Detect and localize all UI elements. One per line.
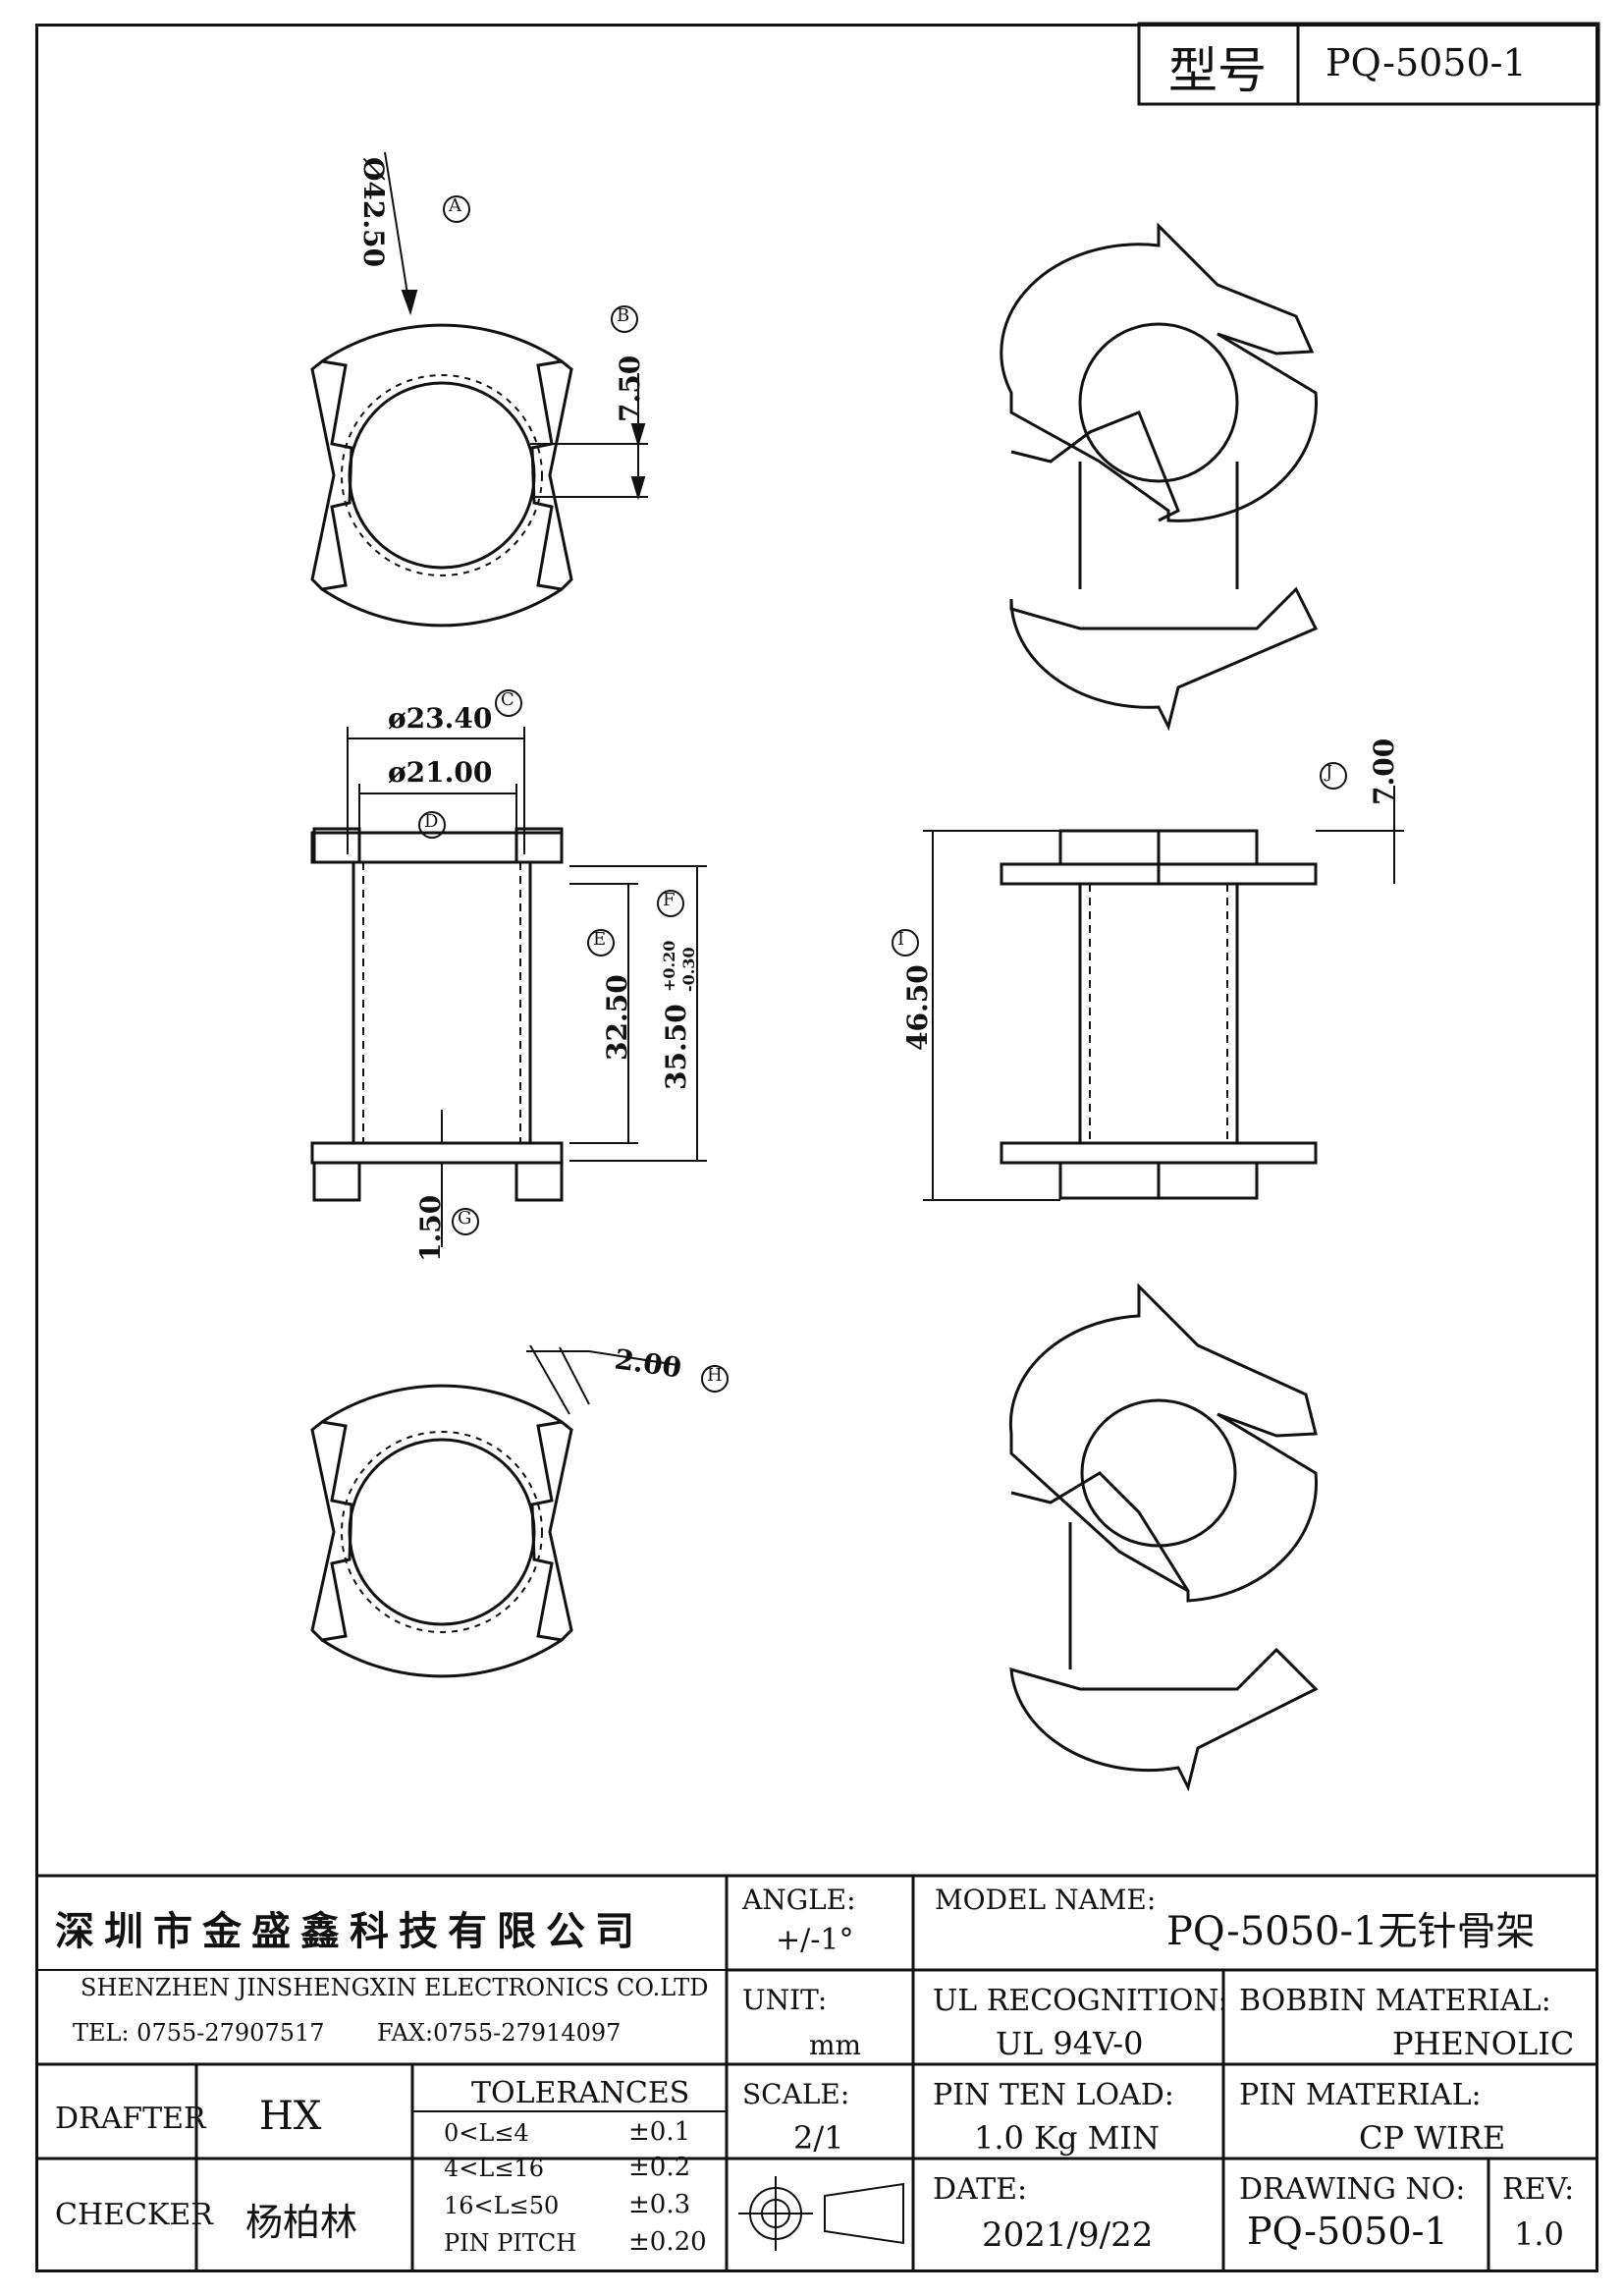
- dim-f-tol-plus: +0.20: [660, 940, 678, 992]
- tolerance-range-1: 0<L≤4: [444, 2119, 529, 2147]
- pin-load-value: 1.0 Kg MIN: [974, 2119, 1161, 2157]
- dim-i-j: [892, 762, 1404, 1201]
- dim-c-circle: C: [501, 689, 514, 710]
- pin-material-value: CP WIRE: [1359, 2119, 1506, 2157]
- drawing-no-label: DRAWING NO:: [1239, 2172, 1466, 2207]
- dim-f-value: 35.50: [660, 1004, 692, 1090]
- dim-b-circle: B: [617, 305, 630, 326]
- dim-i-value: 46.50: [901, 964, 934, 1051]
- date-label: DATE:: [933, 2172, 1028, 2207]
- unit-label: UNIT:: [742, 1984, 828, 2016]
- tolerance-range-2: 4<L≤16: [444, 2155, 544, 2182]
- title-block-grid: [35, 1874, 1598, 2272]
- dim-a-circle: A: [449, 195, 461, 216]
- pin-load-label: PIN TEN LOAD:: [933, 2078, 1174, 2112]
- tolerance-range-4: PIN PITCH: [444, 2229, 577, 2257]
- tolerance-value-1: ±0.1: [628, 2117, 691, 2147]
- drawing-frame: [35, 24, 1598, 2272]
- angle-value: +/-1°: [776, 1923, 854, 1957]
- checker-value: 杨柏林: [245, 2201, 358, 2244]
- scale-value: 2/1: [793, 2119, 844, 2157]
- dim-h-circle: H: [707, 1365, 723, 1386]
- ul-label: UL RECOGNITION:: [933, 1984, 1228, 2018]
- model-label: 型号: [1168, 42, 1267, 99]
- dim-i-circle: I: [897, 929, 905, 950]
- tolerance-value-4: ±0.20: [628, 2227, 707, 2257]
- tolerances-label: TOLERANCES: [471, 2076, 690, 2110]
- bobbin-material-label: BOBBIN MATERIAL:: [1239, 1984, 1551, 2018]
- dim-e-f-g: [441, 865, 707, 1247]
- bottom-view: [310, 1384, 573, 1678]
- drawing-no-value: PQ-5050-1: [1247, 2210, 1448, 2253]
- tolerance-range-3: 16<L≤50: [444, 2192, 560, 2219]
- date-value: 2021/9/22: [982, 2215, 1154, 2255]
- dim-j-value: 7.00: [1368, 738, 1400, 805]
- dim-b: [530, 305, 648, 501]
- dim-e-circle: E: [593, 929, 607, 950]
- top-view: [310, 323, 573, 628]
- dim-a: [384, 151, 470, 316]
- checker-label: CHECKER: [55, 2198, 213, 2232]
- model-value: PQ-5050-1: [1325, 41, 1527, 84]
- dim-j-circle: J: [1325, 762, 1333, 783]
- tolerance-value-2: ±0.2: [628, 2153, 691, 2182]
- company-tel: TEL: 0755-27907517: [73, 2019, 325, 2047]
- dim-g-circle: G: [458, 1208, 472, 1229]
- dim-c-value: ø23.40: [388, 702, 493, 735]
- isometric-view-top: [1000, 222, 1319, 732]
- dim-f-circle: F: [663, 890, 676, 910]
- drafter-label: DRAFTER: [55, 2102, 206, 2136]
- side-view-right: [1000, 829, 1318, 1200]
- dim-a-value: Ø42.50: [357, 157, 390, 268]
- side-view: [310, 827, 564, 1202]
- company-fax: FAX:0755-27914097: [377, 2019, 622, 2047]
- tolerance-value-3: ±0.3: [628, 2190, 691, 2219]
- isometric-view-bottom: [1008, 1283, 1319, 1792]
- dim-c-d: [347, 689, 525, 854]
- dim-d-value: ø21.00: [388, 756, 493, 789]
- model-name-label: MODEL NAME:: [935, 1884, 1157, 1916]
- dim-d-circle: D: [424, 811, 439, 832]
- company-en: SHENZHEN JINSHENGXIN ELECTRONICS CO.LTD: [81, 1974, 709, 2001]
- dim-g-value: 1.50: [414, 1194, 447, 1262]
- pin-material-label: PIN MATERIAL:: [1239, 2078, 1482, 2112]
- projection-symbol: [738, 2176, 904, 2251]
- unit-value: mm: [809, 2029, 862, 2061]
- rev-label: REV:: [1502, 2172, 1575, 2207]
- scale-label: SCALE:: [742, 2078, 850, 2110]
- drafter-value: HX: [259, 2094, 322, 2139]
- model-name-value: PQ-5050-1无针骨架: [1166, 1909, 1536, 1954]
- dim-e-value: 32.50: [601, 974, 633, 1061]
- dim-h: [526, 1344, 729, 1415]
- ul-value: UL 94V-0: [996, 2025, 1144, 2062]
- dim-f-tol-minus: -0.30: [679, 947, 698, 992]
- header-box: [1137, 22, 1600, 106]
- dim-b-value: 7.50: [614, 355, 646, 422]
- angle-label: ANGLE:: [742, 1884, 856, 1916]
- bobbin-material-value: PHENOLIC: [1392, 2025, 1575, 2062]
- company-cn: 深圳市金盛鑫科技有限公司: [55, 1908, 644, 1954]
- rev-value: 1.0: [1514, 2215, 1564, 2253]
